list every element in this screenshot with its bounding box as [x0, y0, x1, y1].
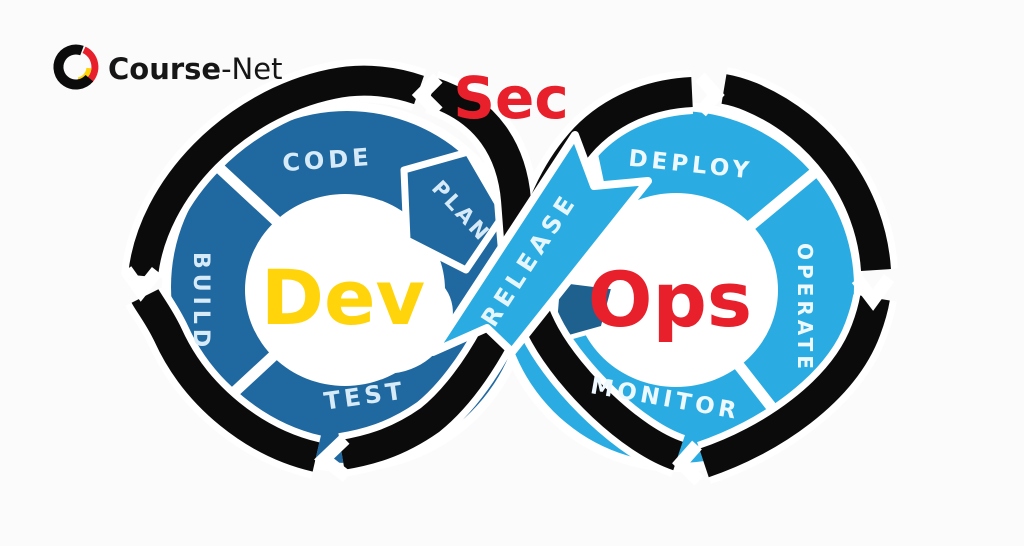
logo-wordmark-light: -Net [221, 52, 282, 86]
plan-tab [400, 148, 508, 274]
course-net-logo: Course-Net [53, 44, 282, 90]
stage-label-code: CODE [281, 143, 373, 177]
stage-label-operate: OPERATE [793, 243, 817, 373]
sec-label: Sec [453, 64, 569, 132]
logo-wordmark-bold: Course [108, 52, 221, 86]
dev-label: Dev [261, 253, 425, 342]
stage-label-build: BUILD [188, 252, 213, 352]
dev-loop-center [245, 194, 453, 386]
ops-label: Ops [588, 255, 752, 344]
logo-mark-icon [53, 44, 99, 90]
logo-wordmark: Course-Net [108, 52, 282, 86]
release-ribbon [429, 131, 652, 356]
flow-chevron-gaps [120, 72, 895, 486]
ops-loop-center [574, 193, 778, 387]
